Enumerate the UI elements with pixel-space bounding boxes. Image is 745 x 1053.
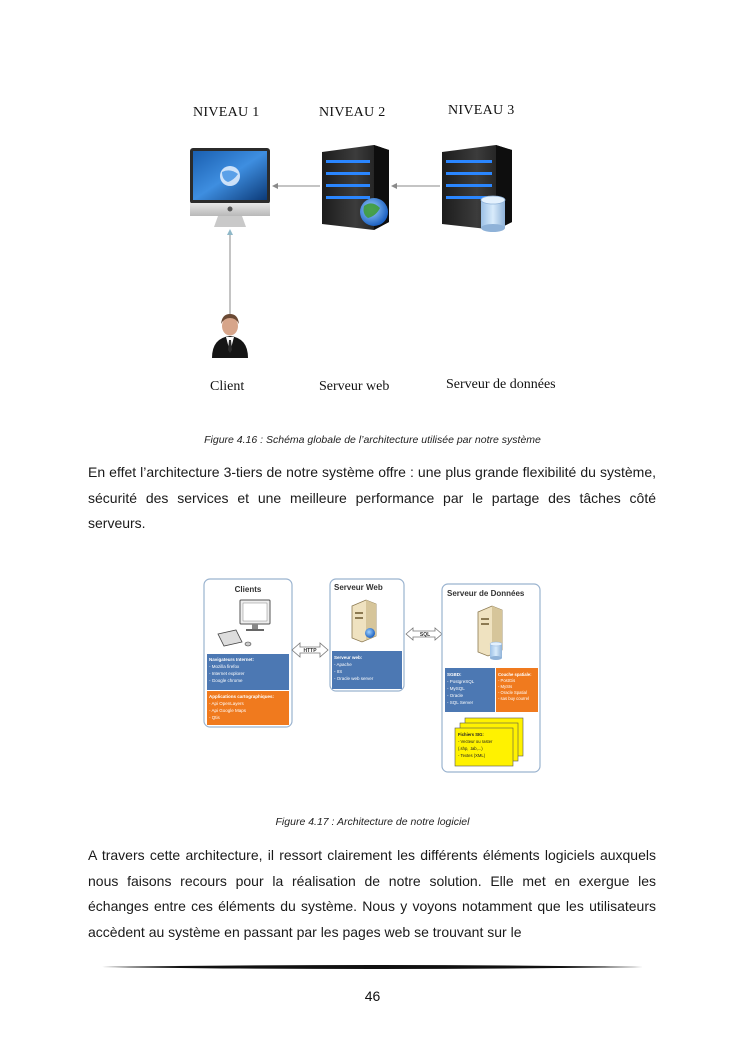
- sgbd-item: - MySQL: [447, 686, 465, 691]
- sgbd-item: - PostgreSQL: [447, 679, 475, 684]
- web-server-box: Serveur Web Serveur web: - Apache - IIS …: [330, 579, 404, 691]
- figure-4-17-caption: Figure 4.17 : Architecture de notre logi…: [0, 816, 745, 828]
- web-heading: Serveur web:: [334, 655, 363, 660]
- client-label: Client: [210, 379, 244, 395]
- sgbd-heading: SGBD:: [447, 672, 462, 677]
- clients-nav-item: - Google chrome: [209, 678, 243, 683]
- files-heading: Fichiers SIG:: [458, 732, 484, 737]
- http-label: HTTP: [303, 648, 317, 654]
- figure-4-16-caption: Figure 4.16 : Schéma globale de l’archit…: [0, 434, 745, 446]
- clients-nav-heading: Navigateurs Internet:: [209, 657, 255, 662]
- data-server-box: Serveur de Données SGBD: - PostgreSQL - …: [442, 584, 540, 772]
- web-item: - Oracle web server: [334, 676, 374, 681]
- paragraph-2: A travers cette architecture, il ressort…: [88, 843, 656, 945]
- globe-icon: [365, 628, 375, 638]
- spatial-item: - Oracle Spatial: [498, 690, 527, 695]
- sgbd-item: - SQL Server: [447, 700, 474, 705]
- data-box-title: Serveur de Données: [447, 589, 525, 598]
- web-server-tower-icon: [352, 600, 376, 642]
- database-server-icon: [442, 145, 512, 232]
- files-item: (.shp, .tab,...): [458, 746, 483, 751]
- spatial-heading: Couche spatiale:: [498, 672, 532, 677]
- clients-carto-heading: Applications cartographiques:: [209, 694, 275, 699]
- sql-label: SQL: [420, 632, 430, 638]
- spatial-item: - PostGis: [498, 678, 515, 683]
- gis-files-stack: Fichiers SIG: - Vecteur ou raster (.shp,…: [455, 718, 523, 766]
- computer-icon: [190, 148, 270, 227]
- files-item: - Vecteur ou raster: [458, 739, 493, 744]
- software-architecture-diagram: Clients Navigateurs Internet: - Mozilla …: [190, 570, 550, 785]
- web-server-icon: [322, 145, 389, 230]
- clients-nav-item: - Internet explorer: [209, 671, 245, 676]
- data-server-label: Serveur de données: [446, 377, 556, 393]
- paragraph-1: En effet l’architecture 3-tiers de notre…: [88, 460, 656, 537]
- clients-carto-item: - Api OpenLayers: [209, 701, 245, 706]
- page-number: 46: [0, 988, 745, 1004]
- web-item: - IIS: [334, 669, 342, 674]
- clients-carto-item: - Api Google Maps: [209, 708, 247, 713]
- sql-double-arrow: SQL: [406, 628, 442, 640]
- web-server-label: Serveur web: [319, 379, 389, 395]
- http-double-arrow: HTTP: [292, 643, 328, 657]
- data-server-tower-icon: [478, 606, 502, 660]
- clients-box-title: Clients: [235, 585, 262, 594]
- clients-nav-item: - Mozilla firefox: [209, 664, 240, 669]
- sgbd-item: - Oracle: [447, 693, 464, 698]
- database-cylinder-icon: [481, 196, 505, 232]
- clients-carto-item: - Qtis: [209, 715, 220, 720]
- user-icon: [212, 314, 248, 358]
- spatial-item: - MySIs: [498, 684, 512, 689]
- database-cylinder-icon: [490, 642, 502, 660]
- web-box-title: Serveur Web: [334, 583, 383, 592]
- web-item: - Apache: [334, 662, 352, 667]
- spatial-item: - sas buy courrel: [498, 696, 529, 701]
- clients-box: Clients Navigateurs Internet: - Mozilla …: [204, 579, 292, 727]
- files-item: - Textes (XML): [458, 753, 486, 758]
- footer-rule: [100, 962, 645, 972]
- architecture-diagram-3tier: [0, 0, 745, 420]
